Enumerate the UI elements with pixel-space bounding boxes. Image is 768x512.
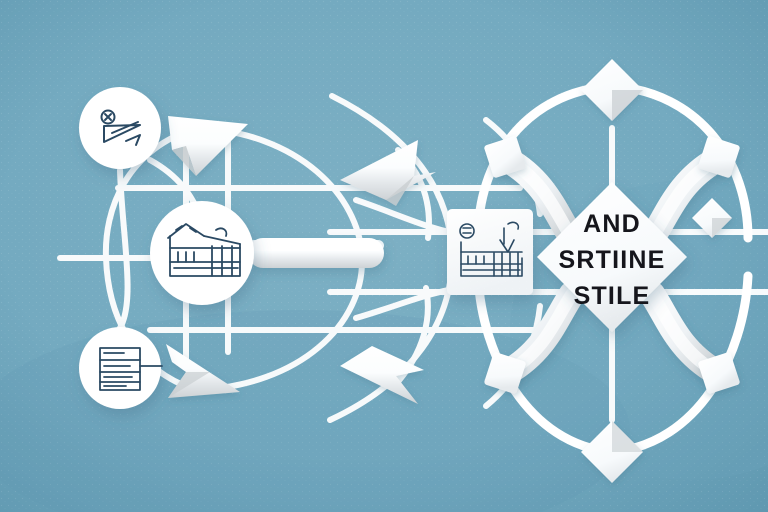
connector-tube-horizontal xyxy=(248,238,384,268)
arrow-down-right xyxy=(340,346,424,404)
arrow-down-left xyxy=(166,344,240,398)
icon-card-center[interactable] xyxy=(447,209,533,295)
icon-circle-bottom-left[interactable] xyxy=(79,327,163,409)
badge-line-2: SRTIINE xyxy=(558,246,665,274)
arrow-up-left xyxy=(168,116,248,176)
icon-circle-center-left[interactable] xyxy=(150,201,254,305)
arrow-up-right xyxy=(340,140,436,206)
ring-node-north[interactable] xyxy=(581,59,643,121)
document-lines-icon xyxy=(99,347,163,391)
factory-building-icon xyxy=(167,223,241,277)
city-skyline-icon xyxy=(459,221,523,277)
badge-line-1: AND xyxy=(583,210,641,238)
ring-node-east[interactable] xyxy=(692,198,732,238)
badge-line-3: STILE xyxy=(574,282,651,310)
icon-circle-top-left[interactable] xyxy=(79,87,161,169)
ring-node-south[interactable] xyxy=(581,421,643,483)
ring-connector-blocks xyxy=(484,136,740,394)
arrow-sketch-icon xyxy=(100,109,141,146)
